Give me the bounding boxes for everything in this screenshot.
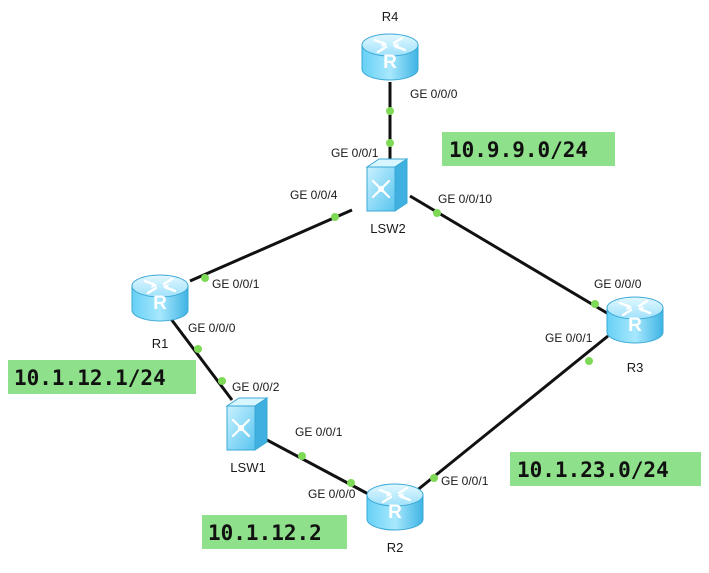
device-label-r1: R1: [152, 336, 169, 351]
device-r1[interactable]: R1: [130, 273, 190, 351]
port-dot-r1-ge001: [201, 274, 209, 282]
device-lsw1[interactable]: LSW1: [225, 396, 269, 475]
note-background: [202, 515, 347, 549]
note-text: 10.1.12.2: [208, 521, 322, 545]
note-r1-addr: 10.1.12.1/24: [8, 360, 196, 394]
device-label-r4: R4: [382, 9, 399, 24]
link-r1-lsw1: [166, 314, 234, 401]
device-label-lsw1: LSW1: [230, 460, 265, 475]
port-label-lsw2-ge004: GE 0/0/4: [290, 188, 338, 202]
port-label-r2-ge001: GE 0/0/1: [441, 474, 489, 488]
port-dot-lsw1-ge001: [298, 452, 306, 460]
router-icon: [365, 482, 425, 532]
port-label-lsw1-ge001: GE 0/0/1: [295, 425, 343, 439]
device-lsw2[interactable]: LSW2: [365, 157, 409, 236]
port-dot-r4-ge000: [386, 107, 394, 115]
note-net-top: 10.9.9.0/24: [442, 132, 615, 166]
port-label-r3-ge001: GE 0/0/1: [545, 331, 593, 345]
note-background: [442, 132, 615, 166]
port-label-r4-ge000: GE 0/0/0: [410, 87, 458, 101]
switch-icon: [365, 157, 409, 213]
note-text: 10.1.23.0/24: [517, 458, 669, 482]
port-dot-r3-ge001: [585, 357, 593, 365]
note-net-right: 10.1.23.0/24: [510, 452, 701, 486]
device-label-lsw2: LSW2: [370, 221, 405, 236]
device-label-r2: R2: [387, 540, 404, 555]
port-dot-lsw2-ge0010: [433, 209, 441, 217]
port-dot-lsw1-ge002: [218, 377, 226, 385]
note-text: 10.9.9.0/24: [449, 138, 588, 162]
device-label-r3: R3: [627, 360, 644, 375]
link-lsw2-r1: [189, 208, 353, 283]
port-dot-r1-ge000: [194, 345, 202, 353]
port-label-r1-ge001: GE 0/0/1: [212, 277, 260, 291]
note-background: [510, 452, 701, 486]
device-r2[interactable]: R2: [365, 482, 425, 555]
router-icon: [130, 273, 190, 323]
port-label-r1-ge000: GE 0/0/0: [188, 321, 236, 335]
port-label-r3-ge000: GE 0/0/0: [594, 277, 642, 291]
router-icon: [360, 32, 420, 82]
link-r3-r2: [409, 334, 609, 498]
note-text: 10.1.12.1/24: [14, 366, 166, 390]
port-label-lsw2-ge001: GE 0/0/1: [331, 146, 379, 160]
note-r2-addr: 10.1.12.2: [202, 515, 347, 549]
link-lsw2-r3: [409, 194, 613, 318]
note-background: [8, 360, 196, 394]
port-dot-r3-ge000: [591, 300, 599, 308]
port-label-lsw2-ge0010: GE 0/0/10: [438, 192, 492, 206]
switch-icon: [225, 396, 269, 452]
router-icon: [605, 295, 665, 345]
device-r4[interactable]: R4: [360, 9, 420, 82]
port-dot-lsw2-ge004: [331, 213, 339, 221]
device-r3[interactable]: R3: [605, 295, 665, 375]
port-label-lsw1-ge002: GE 0/0/2: [232, 380, 280, 394]
port-dot-lsw2-ge001: [386, 139, 394, 147]
port-dot-r2-ge000: [347, 479, 355, 487]
port-dot-r2-ge001: [430, 474, 438, 482]
port-label-r2-ge000: GE 0/0/0: [308, 487, 356, 501]
